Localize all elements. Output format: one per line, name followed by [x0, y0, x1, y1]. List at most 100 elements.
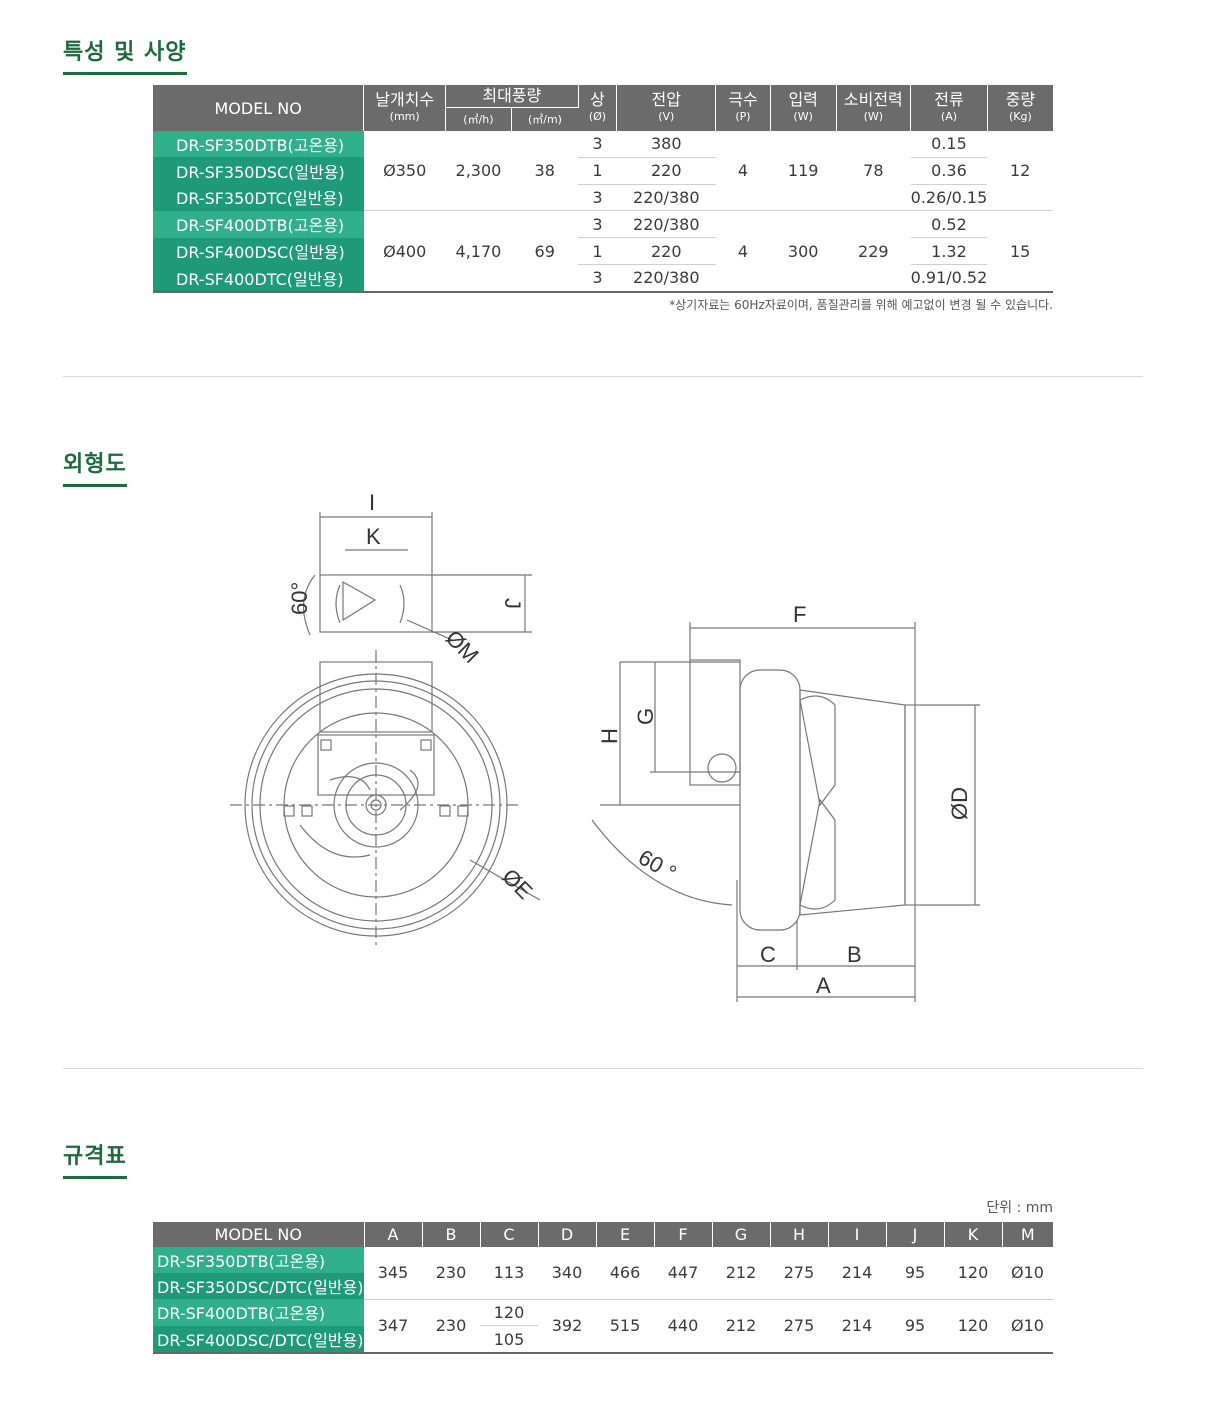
angle-label-top: 60° [287, 582, 312, 615]
header-airflow: 최대풍량 [445, 85, 579, 108]
value-cell: 515 [596, 1299, 654, 1355]
dim-label-j: J [500, 598, 525, 609]
value-cell: 392 [538, 1299, 596, 1355]
poles-cell: 4 [715, 210, 771, 293]
value-cell: Ø10 [1002, 1247, 1053, 1300]
current-cell: 0.15 [910, 131, 988, 158]
phase-cell: 1 [578, 157, 617, 185]
model-cell: DR-SF400DTB(고온용) [153, 210, 364, 238]
voltage-cell: 380 [616, 131, 716, 158]
value-cell: 275 [770, 1247, 828, 1300]
phase-cell: 3 [578, 184, 617, 212]
value-cell: 95 [886, 1299, 944, 1355]
voltage-cell: 220/380 [633, 268, 700, 288]
model-cell: DR-SF400DTB(고온용) [153, 1299, 364, 1326]
size-header: K [944, 1222, 1003, 1247]
value-cell: 447 [654, 1247, 712, 1300]
dim-label-g: G [633, 708, 658, 725]
flow-h-cell: 2,300 [445, 131, 512, 212]
value-cell: 120 [944, 1299, 1002, 1355]
side-housing [799, 689, 906, 916]
model-cell: DR-SF350DSC(일반용) [153, 157, 364, 185]
header-voltage: 전압(V) [616, 85, 717, 131]
blade-cell: Ø350 [363, 131, 446, 212]
header-phase: 상(Ø) [578, 85, 618, 131]
model-cell: DR-SF350DTB(고온용) [153, 131, 364, 158]
value-cell: 347 [364, 1299, 422, 1355]
size-table: MODEL NO A B C D E F G H I J K M DR-SF35… [153, 1222, 1053, 1355]
flow-m-cell: 38 [511, 131, 579, 212]
dim-label-b: B [847, 942, 862, 967]
outline-section-title: 외형도 [63, 446, 127, 487]
divider [63, 1068, 1143, 1069]
power-cell: 78 [836, 131, 911, 212]
divider [63, 376, 1143, 377]
model-cell: DR-SF400DSC(일반용) [153, 237, 364, 265]
model-cell: DR-SF350DSC/DTC(일반용) [153, 1273, 364, 1299]
header-airflow-m: (㎥/m) [511, 107, 579, 131]
value-cell: 212 [712, 1247, 770, 1300]
model-cell: DR-SF350DTB(고온용) [153, 1247, 364, 1273]
size-header: H [770, 1222, 829, 1247]
voltage-cell: 220/380 [616, 210, 716, 239]
voltage-cell: 220 [616, 157, 716, 185]
value-cell: 275 [770, 1299, 828, 1355]
dim-label-i: I [369, 490, 375, 515]
unit-label: 단위 : mm [986, 1200, 1053, 1216]
arrow-mark [342, 580, 377, 622]
current-cell: 0.36 [910, 157, 988, 185]
value-cell: 230 [422, 1299, 480, 1355]
value-cell: 214 [828, 1247, 886, 1300]
dim-label-h: H [597, 728, 622, 744]
spec-note: *상기자료는 60Hz자료이며, 품질관리를 위해 예고없이 변경 될 수 있습… [669, 298, 1053, 312]
dim-label-e: ØE [497, 864, 537, 904]
size-header: D [538, 1222, 597, 1247]
header-model: MODEL NO [153, 85, 365, 131]
size-header: J [886, 1222, 945, 1247]
terminal-box-outline [319, 574, 433, 633]
value-cell: 440 [654, 1299, 712, 1355]
model-cell: DR-SF400DSC/DTC(일반용) [153, 1325, 364, 1354]
value-cell: 466 [596, 1247, 654, 1300]
current-cell: 1.32 [910, 237, 988, 265]
angle-label-side: 60 ° [634, 844, 681, 885]
size-header: M [1002, 1222, 1053, 1247]
dim-label-k: K [366, 524, 381, 549]
size-header: B [422, 1222, 481, 1247]
side-terminal-box [689, 659, 741, 786]
header-current: 전류(A) [910, 85, 988, 131]
spec-section-title: 특성 및 사양 [63, 34, 187, 75]
weight-cell: 12 [987, 131, 1053, 212]
phase-cell: 1 [578, 237, 617, 265]
voltage-cell: 220 [616, 237, 716, 265]
power-cell: 229 [836, 210, 911, 293]
phase-cell: 3 [592, 268, 603, 288]
weight-cell: 15 [987, 210, 1053, 293]
value-cell: 212 [712, 1299, 770, 1355]
size-header: MODEL NO [153, 1222, 365, 1247]
header-power: 소비전력(W) [836, 85, 912, 131]
value-cell: 95 [886, 1247, 944, 1300]
voltage-cell: 220/380 [616, 184, 716, 212]
model-cell: DR-SF400DTC(일반용) [153, 264, 364, 292]
dim-label-f: F [793, 602, 806, 627]
value-cell: 113 [480, 1247, 538, 1300]
input-cell: 119 [770, 131, 837, 212]
size-header: E [596, 1222, 655, 1247]
value-cell-c-bottom: 105 [493, 1329, 525, 1349]
value-cell: 230 [422, 1247, 480, 1300]
header-blade: 날개치수(mm) [363, 85, 447, 131]
value-cell-c-top: 120 [480, 1299, 538, 1327]
dim-label-d: ØD [947, 787, 972, 820]
size-section-title: 규격표 [63, 1138, 127, 1179]
phase-cell: 3 [578, 131, 617, 158]
spec-table: MODEL NO 날개치수(mm) 최대풍량 상(Ø) 전압(V) 극수(P) … [153, 85, 1053, 293]
flow-m-cell: 69 [511, 210, 579, 293]
blade-cell: Ø400 [363, 210, 446, 293]
dim-label-c: C [760, 942, 776, 967]
flow-h-cell: 4,170 [445, 210, 512, 293]
input-cell: 300 [770, 210, 837, 293]
model-cell: DR-SF350DTC(일반용) [153, 184, 364, 211]
size-header: I [828, 1222, 887, 1247]
header-input: 입력(W) [770, 85, 837, 131]
